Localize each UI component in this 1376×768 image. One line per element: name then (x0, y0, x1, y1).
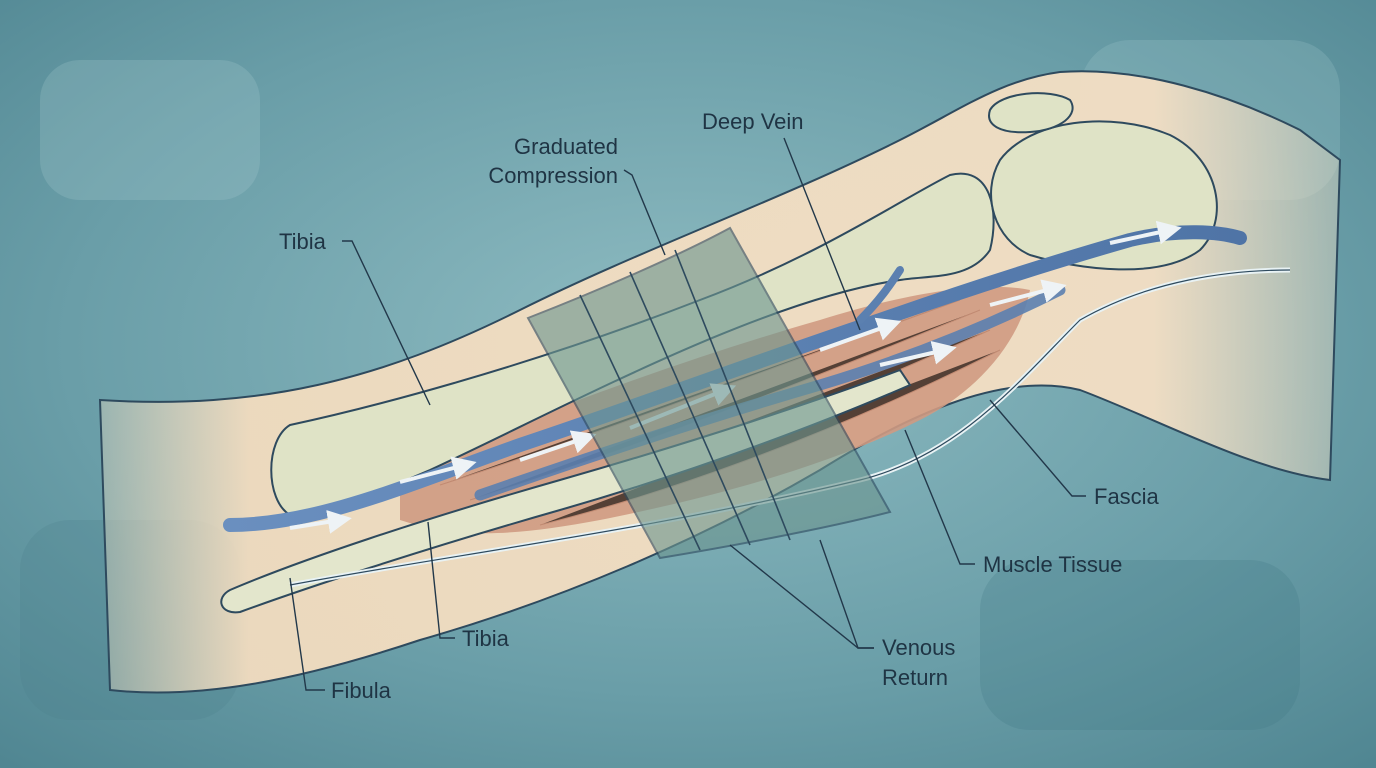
label-fascia: Fascia (1094, 484, 1160, 509)
flow-arrow (519, 430, 597, 462)
leader-graduated-compression (623, 169, 666, 256)
flow-arrow (399, 456, 477, 484)
leader-tibia-top (342, 240, 431, 406)
leader-venous-return-b (819, 539, 874, 649)
deep-vein-branch (856, 266, 904, 324)
label-fibula: Fibula (331, 678, 392, 703)
label-tibia-top: Tibia (279, 229, 327, 254)
flow-arrow (989, 279, 1067, 307)
label-compression: Compression (488, 163, 618, 188)
leader-deep-vein (783, 137, 861, 331)
label-graduated: Graduated (514, 134, 618, 159)
leader-fascia (989, 399, 1086, 497)
label-return: Return (882, 665, 948, 690)
patella (988, 92, 1074, 134)
flow-arrow (289, 510, 352, 534)
flow-arrow (819, 317, 902, 352)
flow-arrow (879, 341, 957, 367)
label-deep-vein: Deep Vein (702, 109, 804, 134)
leader-tibia-bottom (427, 521, 455, 639)
leader-fibula (289, 577, 325, 691)
flow-arrow (1109, 220, 1182, 245)
compression-band (526, 226, 892, 560)
leader-muscle-tissue (904, 429, 975, 565)
label-muscle-tissue: Muscle Tissue (983, 552, 1122, 577)
label-venous: Venous (882, 635, 955, 660)
leader-lines (289, 137, 1086, 691)
label-tibia-bottom: Tibia (462, 626, 510, 651)
